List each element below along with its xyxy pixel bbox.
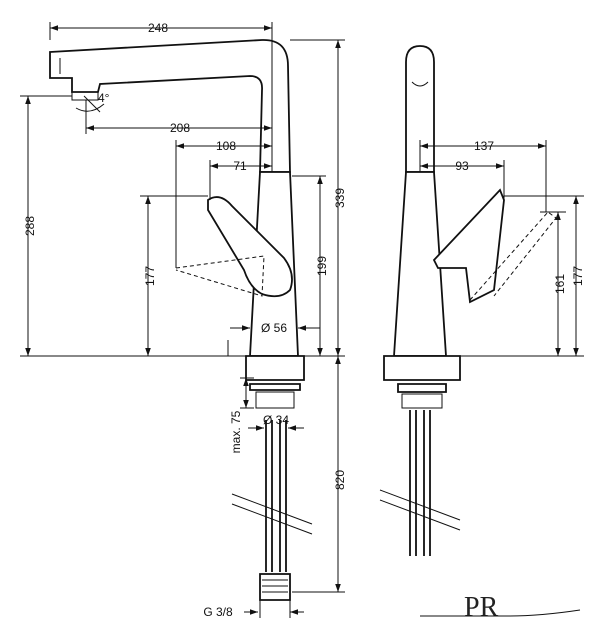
dim-199: 199 bbox=[315, 256, 329, 276]
brand-logo: PR bbox=[420, 592, 581, 623]
connector-g38 bbox=[259, 573, 291, 601]
dim-339: 339 bbox=[333, 188, 347, 208]
dim-177-front: 177 bbox=[143, 266, 157, 286]
dim-4-degree: 4° bbox=[98, 91, 110, 105]
dim-max-75: max. 75 bbox=[229, 410, 243, 453]
dim-93: 93 bbox=[455, 159, 469, 173]
dim-108: 108 bbox=[216, 139, 236, 153]
side-view bbox=[379, 45, 557, 556]
dim-g38: G 3/8 bbox=[203, 605, 233, 619]
dim-137: 137 bbox=[474, 139, 494, 153]
front-view bbox=[49, 39, 313, 601]
dim-diameter-56: Ø 56 bbox=[261, 321, 287, 335]
dim-820: 820 bbox=[333, 470, 347, 490]
lever-side bbox=[432, 188, 505, 304]
dim-177-side: 177 bbox=[571, 266, 585, 286]
base-plate bbox=[245, 355, 305, 381]
spout bbox=[49, 39, 291, 173]
lever bbox=[207, 196, 293, 298]
dim-208: 208 bbox=[170, 121, 190, 135]
dim-288: 288 bbox=[23, 216, 37, 236]
dim-161: 161 bbox=[553, 274, 567, 294]
dim-71: 71 bbox=[233, 159, 247, 173]
dim-248: 248 bbox=[148, 21, 168, 35]
logo-text: PR bbox=[464, 592, 499, 623]
dim-diameter-34: Ø 34 bbox=[263, 413, 289, 427]
dimension-labels: 248 4° 208 108 71 288 339 199 177 Ø 56 m… bbox=[23, 21, 585, 619]
spout-side bbox=[405, 45, 435, 173]
base-side bbox=[383, 355, 461, 381]
dimension-lines bbox=[20, 22, 584, 618]
